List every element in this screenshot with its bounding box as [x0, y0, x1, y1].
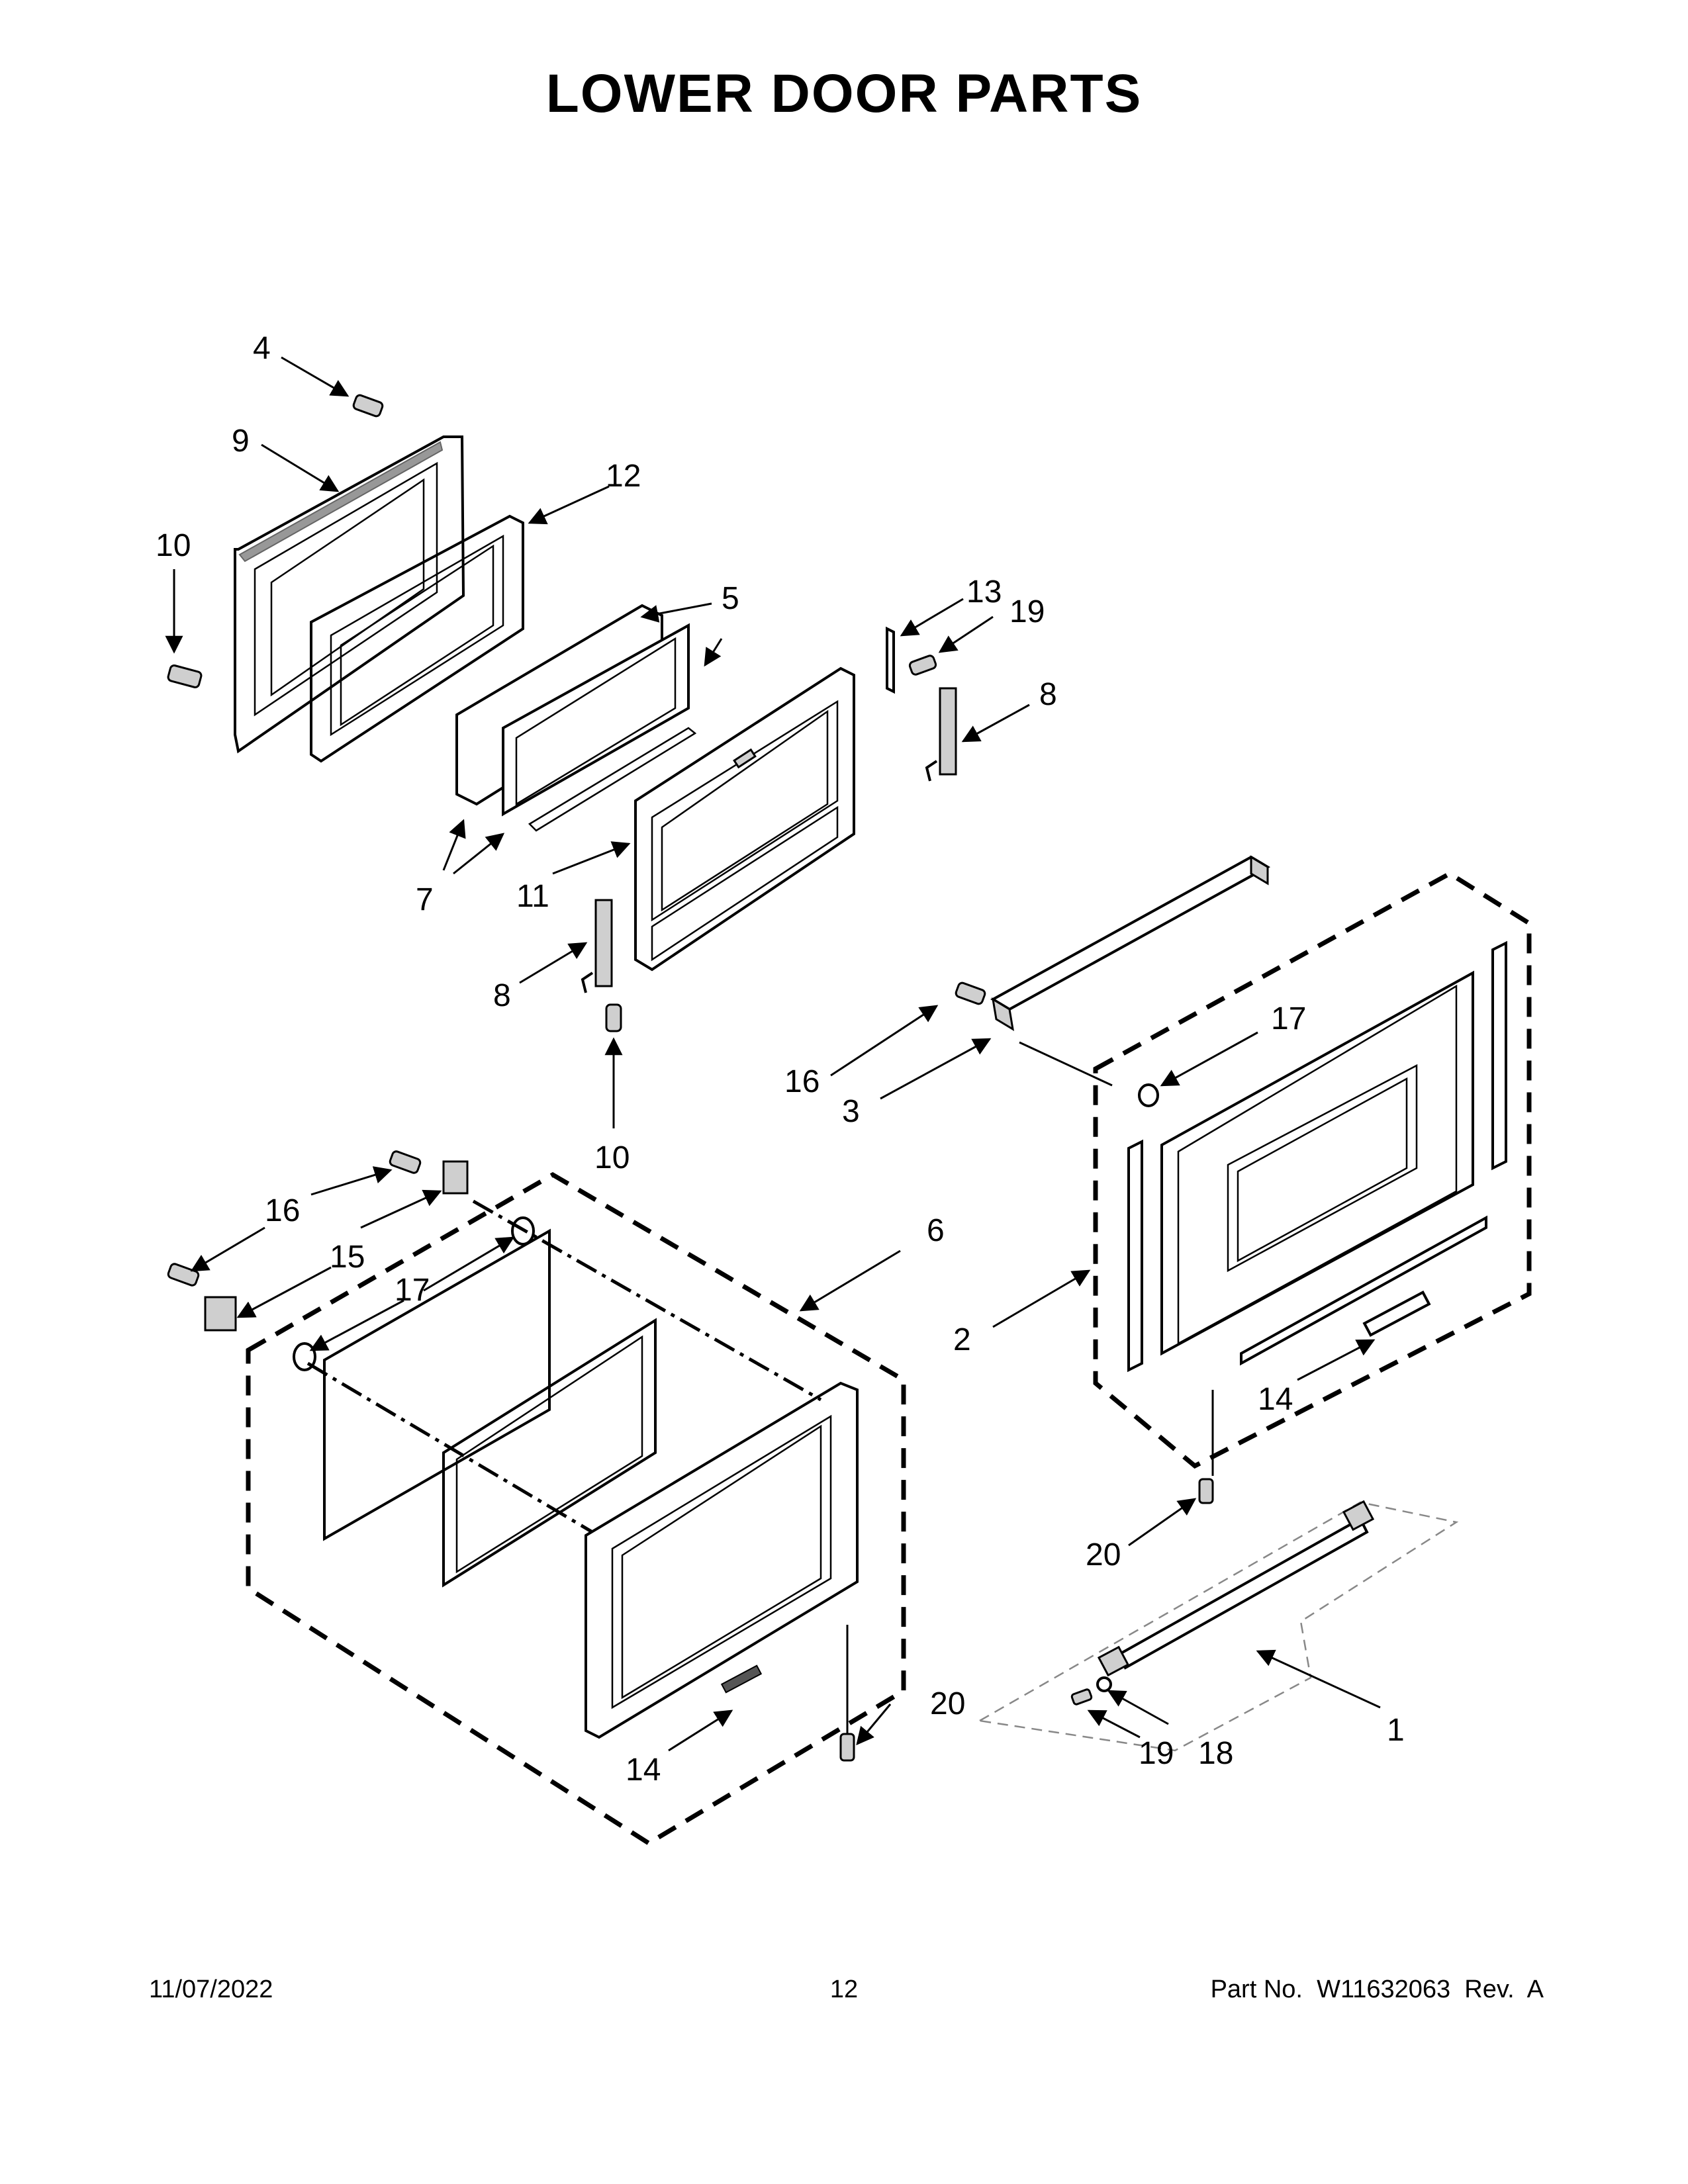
footer-date: 11/07/2022: [149, 1976, 273, 2003]
door-gasket: [442, 1318, 657, 1588]
door-liner: [634, 666, 855, 972]
inner-door-frame: [234, 435, 465, 754]
callout-8-left: 8: [493, 978, 511, 1013]
screw-4: [352, 394, 384, 418]
callout-3: 3: [842, 1094, 860, 1129]
door-hinge-left: [581, 899, 613, 993]
callout-8-right: 8: [1039, 677, 1057, 712]
washer-17-right: [1138, 1083, 1159, 1107]
hinge-receiver-upper: [442, 1160, 469, 1195]
door-handle: [1097, 1500, 1375, 1677]
leader-lines: [165, 356, 1381, 1752]
washer-17-lower: [293, 1342, 316, 1371]
callout-17-right: 17: [1271, 1001, 1306, 1036]
callout-12: 12: [606, 459, 641, 494]
screw-16-upper: [389, 1150, 422, 1174]
footer-page-number: 12: [829, 1976, 859, 2003]
callout-4: 4: [253, 331, 271, 366]
screw-10-upper: [167, 664, 203, 688]
outer-door-glass: [1160, 970, 1474, 1356]
side-trim-left: [1127, 1139, 1143, 1373]
callout-7: 7: [416, 882, 434, 917]
alignment-line-top: [472, 1199, 822, 1402]
callout-5: 5: [722, 581, 739, 616]
glass-pack: [455, 604, 697, 832]
top-vent-trim: [990, 855, 1271, 1031]
callout-6: 6: [927, 1213, 945, 1248]
door-assembly-boundary: [246, 1171, 906, 1846]
side-trim-right: [1491, 940, 1507, 1171]
callout-15: 15: [330, 1240, 365, 1275]
rear-door-glass: [323, 1228, 551, 1541]
callout-10-upper: 10: [156, 528, 191, 563]
handle-boundary: [977, 1501, 1459, 1752]
hinge-receiver-lower: [204, 1296, 237, 1332]
bottom-trim-right: [1240, 1215, 1487, 1366]
callout-2: 2: [953, 1322, 971, 1357]
callout-1: 1: [1387, 1713, 1405, 1748]
outer-door-panel: [585, 1381, 859, 1739]
badge-left: [720, 1664, 763, 1694]
callout-20-left: 20: [930, 1686, 965, 1721]
spacer-18: [1096, 1676, 1112, 1692]
door-gasket-frame: [310, 514, 524, 763]
badge-right: [1362, 1290, 1431, 1338]
screw-20-right: [1198, 1478, 1214, 1504]
callout-17-left: 17: [395, 1273, 430, 1308]
callout-16-left: 16: [265, 1193, 300, 1228]
screw-16-right: [955, 981, 986, 1005]
callout-14-right: 14: [1258, 1382, 1293, 1417]
page-title: LOWER DOOR PARTS: [545, 64, 1143, 124]
callout-13: 13: [966, 574, 1002, 610]
hinge-bracket: [886, 626, 895, 694]
screw-19-lower: [1070, 1688, 1093, 1706]
callout-16-right: 16: [784, 1064, 820, 1099]
screw-10-lower: [605, 1003, 622, 1032]
callout-10-lower: 10: [594, 1140, 630, 1175]
callout-20-right: 20: [1086, 1537, 1121, 1572]
alignment-line-bottom: [306, 1361, 594, 1534]
callout-19-lower: 19: [1139, 1736, 1174, 1771]
screw-16-lower: [167, 1263, 200, 1287]
callout-11: 11: [516, 879, 549, 914]
callout-19-upper: 19: [1009, 594, 1045, 629]
footer-part-number: Part No. W11632063 Rev. A: [1210, 1976, 1544, 2003]
washer-17-upper: [511, 1216, 535, 1246]
screw-20-lower: [839, 1733, 855, 1762]
door-hinge-right: [925, 687, 957, 782]
screw-19-upper: [908, 655, 937, 676]
outer-door-boundary: [1093, 870, 1532, 1469]
callout-18: 18: [1198, 1736, 1233, 1771]
callout-9: 9: [232, 424, 250, 459]
callout-14-left: 14: [626, 1752, 661, 1788]
